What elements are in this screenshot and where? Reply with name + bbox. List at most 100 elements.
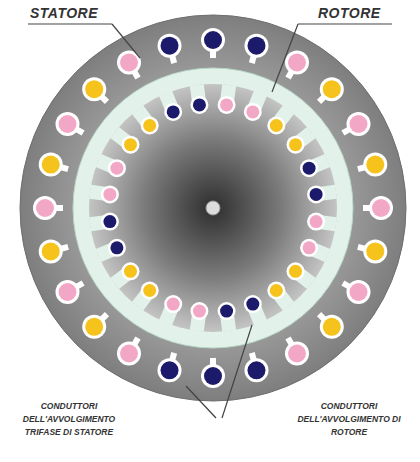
rotor-slot-end <box>101 213 119 231</box>
rotor-conductor <box>143 284 156 297</box>
rotor-slot-end <box>300 239 318 257</box>
stator-slot <box>346 112 370 136</box>
leader-line <box>272 24 298 92</box>
rotor-conductor <box>310 188 323 201</box>
rotor-slot-end <box>108 239 126 257</box>
stator-slot <box>285 341 309 365</box>
rotor-slot-end <box>164 295 182 313</box>
stator-conductor <box>85 80 103 98</box>
rotor-conductor <box>124 265 137 278</box>
leader-line <box>186 386 216 418</box>
stator-conductor <box>323 80 341 98</box>
stator-slot <box>346 280 370 304</box>
rotor-conductor <box>270 284 283 297</box>
rotor-conductor <box>103 188 116 201</box>
stator-slot <box>82 77 106 101</box>
rotor-slot-end <box>141 116 159 134</box>
stator-conductor <box>204 31 222 49</box>
rotor-slot-end <box>218 302 236 320</box>
stator-conductor <box>204 367 222 385</box>
rotor-slot-end <box>307 185 325 203</box>
rotor-slot-end <box>267 282 285 300</box>
stator-conductor <box>372 199 390 217</box>
stator-slot <box>285 51 309 75</box>
stator-slot <box>39 153 63 177</box>
rotor-slot-end <box>190 302 208 320</box>
rotor-conductor <box>246 298 259 311</box>
stator-slot <box>39 239 63 263</box>
rotor-conductor <box>270 119 283 132</box>
rotor-slot-end <box>190 96 208 114</box>
air-gap <box>73 68 353 348</box>
stator-conductor <box>161 361 179 379</box>
rotor-slot-end <box>121 262 139 280</box>
stator-slot <box>244 34 268 58</box>
stator-conductor <box>161 37 179 55</box>
stator-conductor <box>366 242 384 260</box>
rotor-slot-end <box>164 103 182 121</box>
stator-slot <box>82 315 106 339</box>
stator-conductor <box>42 156 60 174</box>
stator-conductor <box>247 37 265 55</box>
stator-slot <box>201 364 225 388</box>
stator-slot <box>33 196 57 220</box>
stator-conductor <box>349 283 367 301</box>
rotor-slot-end <box>108 159 126 177</box>
part-name: ROTORE <box>318 5 381 21</box>
rotor-conductor <box>303 241 316 254</box>
stator-conductor <box>349 115 367 133</box>
leader-line <box>298 23 392 24</box>
stator-conductor <box>59 283 77 301</box>
rotor-slot-end <box>121 136 139 154</box>
rotor-body <box>89 84 337 332</box>
stator-conductor <box>323 318 341 336</box>
rotor-slot-end <box>307 213 325 231</box>
stator-slot <box>363 239 387 263</box>
stator-slot <box>363 153 387 177</box>
stator-body <box>20 15 406 401</box>
stator-conductor <box>120 54 138 72</box>
rotor-slot-end <box>244 295 262 313</box>
rotor-slot-end <box>141 282 159 300</box>
leader-line <box>222 325 252 418</box>
stator-conductor <box>59 115 77 133</box>
rotor-conductor <box>103 215 116 228</box>
rotor-conductor <box>143 119 156 132</box>
rotor-conductor <box>310 215 323 228</box>
leader-line <box>28 23 112 24</box>
rotor-slot-end <box>287 136 305 154</box>
stator-slot <box>158 358 182 382</box>
stator-conductor <box>36 199 54 217</box>
rotor-conductor <box>110 162 123 175</box>
rotor-conductor <box>167 298 180 311</box>
stator-slot <box>201 28 225 52</box>
rotor-slot-end <box>101 185 119 203</box>
stator-conductor <box>247 361 265 379</box>
rotor-slot-end <box>267 116 285 134</box>
stator-slot <box>56 112 80 136</box>
stator-slot <box>369 196 393 220</box>
rotor-conductor <box>110 241 123 254</box>
rotor-conductor <box>246 105 259 118</box>
part-name: STATORE <box>30 5 98 21</box>
leader-line <box>112 24 140 58</box>
stator-slot <box>117 341 141 365</box>
stator-slot <box>320 315 344 339</box>
stator-slot <box>320 77 344 101</box>
callout-text: CONDUTTORI DELL'AVVOLGIMENTO TRIFASE DI … <box>10 400 128 439</box>
rotor-slot-end <box>244 103 262 121</box>
rotor-conductor <box>220 98 233 111</box>
rotor-conductor <box>193 98 206 111</box>
stator-slot <box>158 34 182 58</box>
stator-conductor <box>85 318 103 336</box>
rotor-slot-end <box>287 262 305 280</box>
stator-conductor <box>288 54 306 72</box>
rotor-conductor <box>303 162 316 175</box>
rotor-conductor <box>289 138 302 151</box>
rotor-conductor <box>289 265 302 278</box>
shaft <box>206 201 220 215</box>
stator-slot <box>244 358 268 382</box>
rotor-conductor <box>220 305 233 318</box>
stator-conductor <box>288 344 306 362</box>
